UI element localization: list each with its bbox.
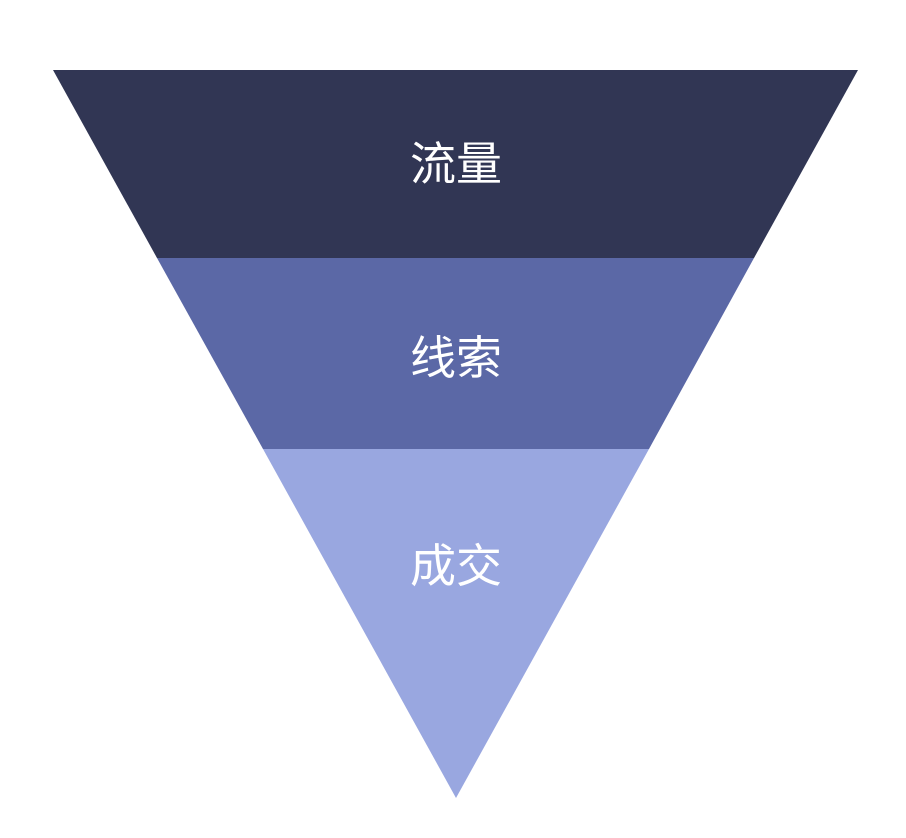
funnel-stage-traffic-label: 流量 bbox=[410, 137, 502, 191]
funnel-stage-deals bbox=[263, 449, 649, 798]
funnel-stage-leads bbox=[157, 258, 754, 449]
funnel-stage-leads-label: 线索 bbox=[410, 331, 502, 385]
funnel-stage-deals-label: 成交 bbox=[410, 539, 502, 593]
funnel-stage-traffic bbox=[53, 70, 858, 258]
